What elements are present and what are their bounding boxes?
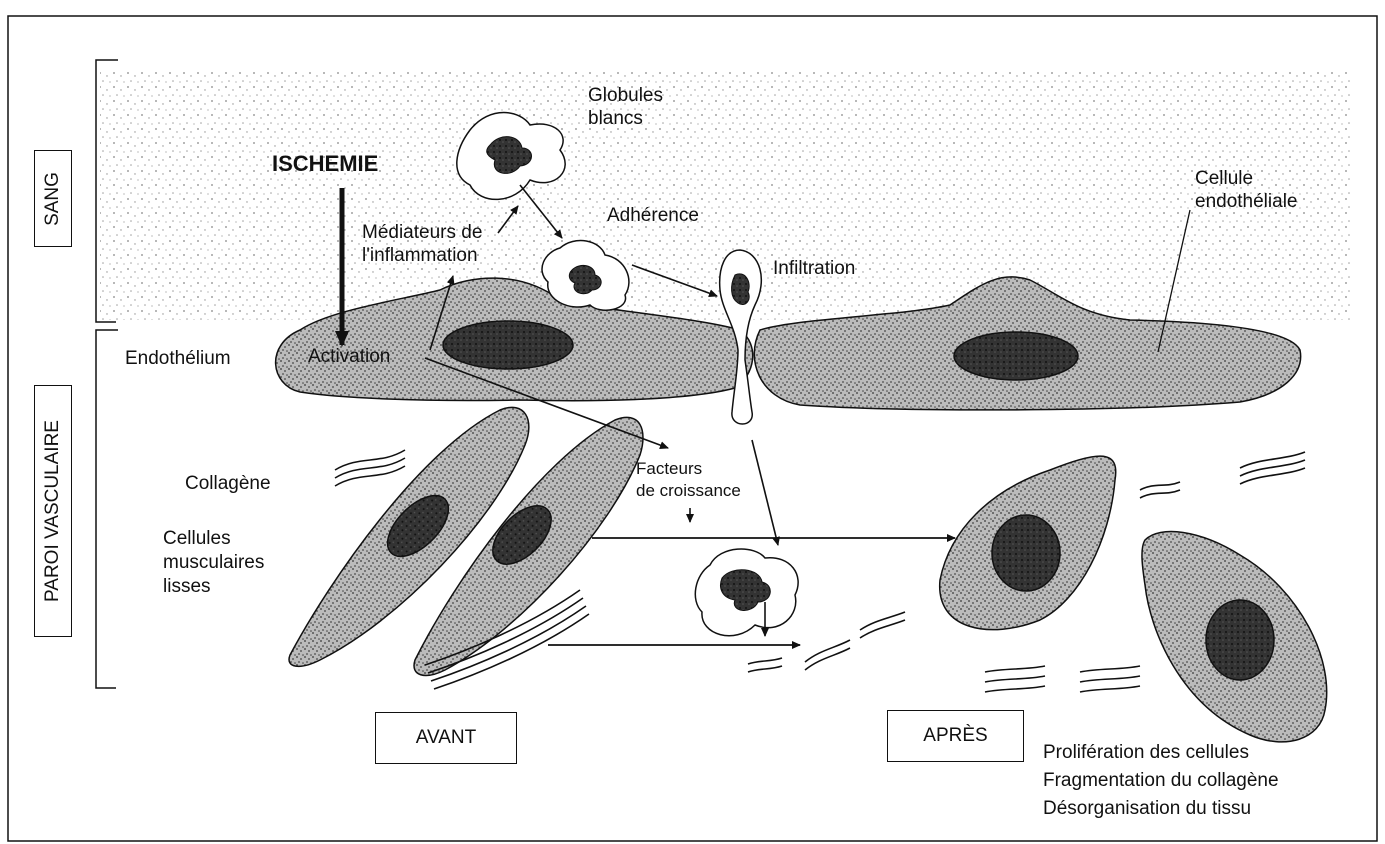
facteurs-label-1: Facteurs <box>636 458 702 480</box>
result-fragmentation: Fragmentation du collagène <box>1043 770 1279 792</box>
ischemie-label: ISCHEMIE <box>272 153 378 175</box>
cellule-endotheliale-label-1: Cellule <box>1195 168 1253 190</box>
apres-label-box: APRÈS <box>887 710 1024 762</box>
nucleus-endothelial-left <box>443 321 573 369</box>
mediateurs-label-2: l'inflammation <box>362 245 478 267</box>
apres-label: APRÈS <box>923 725 987 747</box>
nucleus-muscle-3 <box>992 515 1060 591</box>
wbc-infiltrating-nucleus <box>732 274 750 305</box>
endothelium-label: Endothélium <box>125 348 231 370</box>
paroi-vasculaire-label: PAROI VASCULAIRE <box>42 420 64 602</box>
globules-blancs-label-2: blancs <box>588 108 643 130</box>
sang-label: SANG <box>42 172 64 226</box>
result-desorganisation: Désorganisation du tissu <box>1043 798 1251 820</box>
adherence-label: Adhérence <box>607 205 699 227</box>
mediateurs-label-1: Médiateurs de <box>362 222 482 244</box>
avant-label: AVANT <box>416 727 477 749</box>
cellules-musculaires-label-1: Cellules <box>163 528 231 550</box>
cellules-musculaires-label-2: musculaires <box>163 552 264 574</box>
facteurs-label-2: de croissance <box>636 480 741 502</box>
collagene-label: Collagène <box>185 473 271 495</box>
cellules-musculaires-label-3: lisses <box>163 576 211 598</box>
nucleus-muscle-4 <box>1206 600 1274 680</box>
sang-label-box: SANG <box>34 150 72 247</box>
avant-label-box: AVANT <box>375 712 517 764</box>
activation-label: Activation <box>308 346 390 368</box>
paroi-label-box: PAROI VASCULAIRE <box>34 385 72 637</box>
globules-blancs-label-1: Globules <box>588 85 663 107</box>
result-proliferation: Prolifération des cellules <box>1043 742 1249 764</box>
cellule-endotheliale-label-2: endothéliale <box>1195 191 1297 213</box>
infiltration-label: Infiltration <box>773 258 855 280</box>
nucleus-endothelial-right <box>954 332 1078 380</box>
